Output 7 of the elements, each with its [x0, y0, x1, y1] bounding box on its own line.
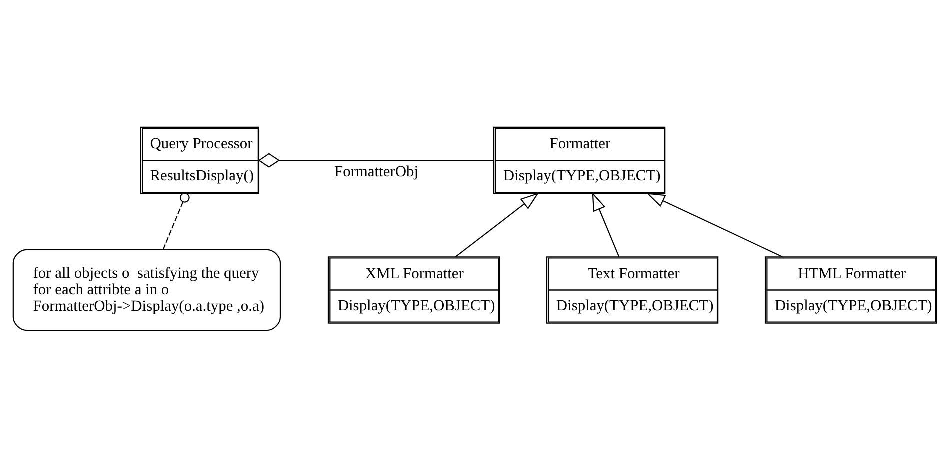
arrow — [592, 192, 620, 258]
connector — [258, 153, 494, 168]
node-box: for all objects o satisfying the query for each attribte a in o FormatterObj->Display(o.a.type ,o.a) — [12, 249, 281, 332]
arrow — [454, 192, 539, 258]
arrow — [646, 193, 782, 258]
connector — [162, 192, 190, 250]
edge-label: FormatterObj — [334, 163, 418, 180]
